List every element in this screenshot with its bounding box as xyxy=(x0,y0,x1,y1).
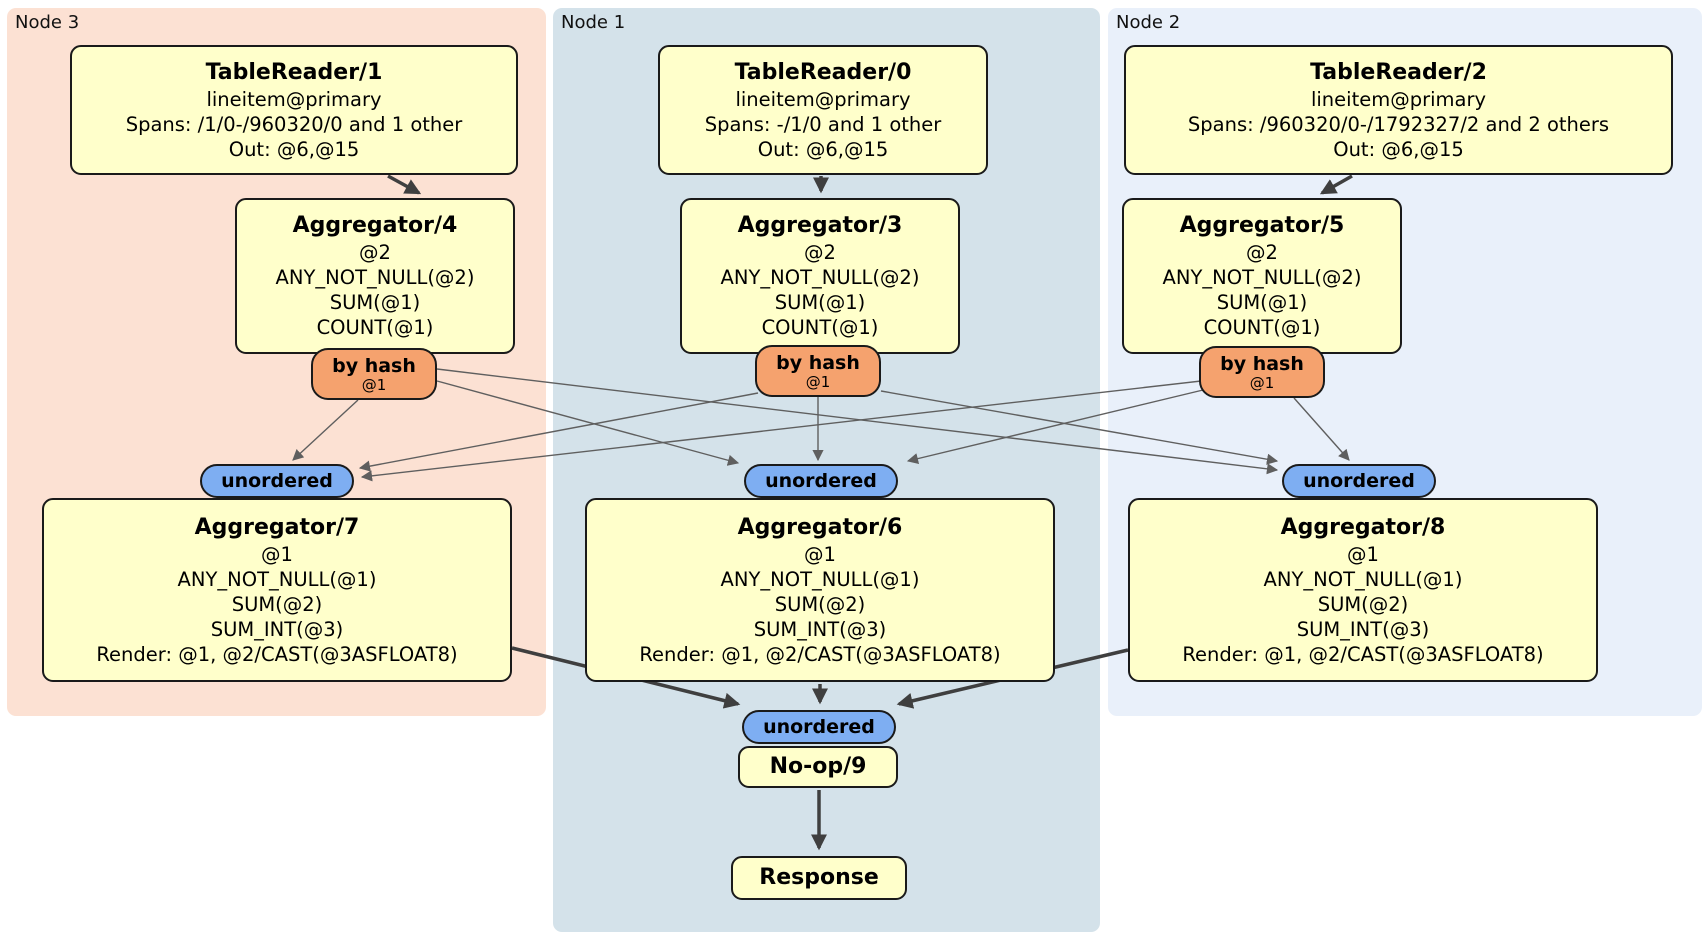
node-2-label: Node 2 xyxy=(1116,12,1181,33)
processor-tablereader-1: TableReader/1 lineitem@primary Spans: /1… xyxy=(70,45,518,175)
router-label: by hash xyxy=(776,351,860,374)
router-label: by hash xyxy=(1220,352,1304,375)
processor-detail: @2 xyxy=(359,241,391,264)
processor-detail: Out: @6,@15 xyxy=(757,137,889,161)
processor-aggregator-8: Aggregator/8 @1 ANY_NOT_NULL(@1) SUM(@2)… xyxy=(1128,498,1598,682)
router-by-hash-3: by hash @1 xyxy=(755,345,881,397)
processor-detail: Spans: /1/0-/960320/0 and 1 other xyxy=(125,112,463,136)
processor-title: No-op/9 xyxy=(769,754,867,779)
processor-detail: COUNT(@1) xyxy=(761,316,879,339)
node-3-label: Node 3 xyxy=(15,12,80,33)
processor-detail: @1 xyxy=(1347,542,1379,566)
processor-detail: ANY_NOT_NULL(@1) xyxy=(720,567,920,591)
sync-unordered-middle: unordered xyxy=(744,464,898,498)
router-by-hash-4: by hash @1 xyxy=(311,348,437,400)
processor-detail: @1 xyxy=(261,542,293,566)
processor-tablereader-0: TableReader/0 lineitem@primary Spans: -/… xyxy=(658,45,988,175)
processor-detail: SUM(@1) xyxy=(1216,291,1308,314)
processor-detail: SUM(@2) xyxy=(231,592,323,616)
router-label: by hash xyxy=(332,354,416,377)
processor-detail: SUM_INT(@3) xyxy=(1296,617,1430,641)
processor-title: Aggregator/8 xyxy=(1280,514,1446,540)
router-detail: @1 xyxy=(361,375,387,394)
node-1-label: Node 1 xyxy=(561,12,626,33)
processor-detail: SUM(@2) xyxy=(774,592,866,616)
processor-aggregator-6: Aggregator/6 @1 ANY_NOT_NULL(@1) SUM(@2)… xyxy=(585,498,1055,682)
processor-aggregator-4: Aggregator/4 @2 ANY_NOT_NULL(@2) SUM(@1)… xyxy=(235,198,515,354)
processor-noop-9: No-op/9 xyxy=(738,746,898,788)
router-detail: @1 xyxy=(1249,373,1275,392)
processor-title: Response xyxy=(759,865,879,890)
processor-detail: Render: @1, @2/CAST(@3ASFLOAT8) xyxy=(96,642,458,666)
processor-detail: ANY_NOT_NULL(@2) xyxy=(720,266,920,289)
processor-detail: Spans: -/1/0 and 1 other xyxy=(704,112,942,136)
processor-detail: SUM(@1) xyxy=(774,291,866,314)
processor-aggregator-3: Aggregator/3 @2 ANY_NOT_NULL(@2) SUM(@1)… xyxy=(680,198,960,354)
processor-detail: @2 xyxy=(804,241,836,264)
processor-detail: Spans: /960320/0-/1792327/2 and 2 others xyxy=(1187,112,1610,136)
processor-title: TableReader/0 xyxy=(734,59,912,85)
processor-detail: ANY_NOT_NULL(@2) xyxy=(275,266,475,289)
processor-title: Aggregator/4 xyxy=(292,213,458,238)
sync-unordered-left: unordered xyxy=(200,464,354,498)
processor-detail: Out: @6,@15 xyxy=(1333,137,1464,161)
processor-detail: lineitem@primary xyxy=(206,87,382,111)
processor-detail: ANY_NOT_NULL(@1) xyxy=(1263,567,1463,591)
processor-detail: @1 xyxy=(804,542,836,566)
processor-detail: Render: @1, @2/CAST(@3ASFLOAT8) xyxy=(1182,642,1544,666)
processor-detail: ANY_NOT_NULL(@2) xyxy=(1162,266,1362,289)
processor-title: Aggregator/3 xyxy=(737,213,903,238)
processor-detail: ANY_NOT_NULL(@1) xyxy=(177,567,377,591)
processor-title: Aggregator/5 xyxy=(1179,213,1345,238)
processor-response: Response xyxy=(731,856,907,900)
processor-detail: SUM_INT(@3) xyxy=(210,617,344,641)
processor-title: TableReader/1 xyxy=(205,59,383,85)
processor-detail: SUM_INT(@3) xyxy=(753,617,887,641)
router-by-hash-5: by hash @1 xyxy=(1199,346,1325,398)
processor-aggregator-7: Aggregator/7 @1 ANY_NOT_NULL(@1) SUM(@2)… xyxy=(42,498,512,682)
processor-detail: SUM(@2) xyxy=(1317,592,1409,616)
processor-detail: SUM(@1) xyxy=(329,291,421,314)
processor-detail: @2 xyxy=(1246,241,1278,264)
sync-unordered-right: unordered xyxy=(1282,464,1436,498)
processor-detail: COUNT(@1) xyxy=(1203,316,1321,339)
processor-detail: Render: @1, @2/CAST(@3ASFLOAT8) xyxy=(639,642,1001,666)
processor-tablereader-2: TableReader/2 lineitem@primary Spans: /9… xyxy=(1124,45,1673,175)
processor-title: Aggregator/6 xyxy=(737,514,903,540)
sync-unordered-final: unordered xyxy=(742,710,896,744)
router-detail: @1 xyxy=(805,372,831,391)
processor-aggregator-5: Aggregator/5 @2 ANY_NOT_NULL(@2) SUM(@1)… xyxy=(1122,198,1402,354)
processor-title: Aggregator/7 xyxy=(194,514,360,540)
processor-detail: lineitem@primary xyxy=(735,87,911,111)
processor-detail: lineitem@primary xyxy=(1310,87,1487,111)
processor-title: TableReader/2 xyxy=(1310,59,1487,85)
processor-detail: Out: @6,@15 xyxy=(228,137,360,161)
processor-detail: COUNT(@1) xyxy=(316,316,434,339)
